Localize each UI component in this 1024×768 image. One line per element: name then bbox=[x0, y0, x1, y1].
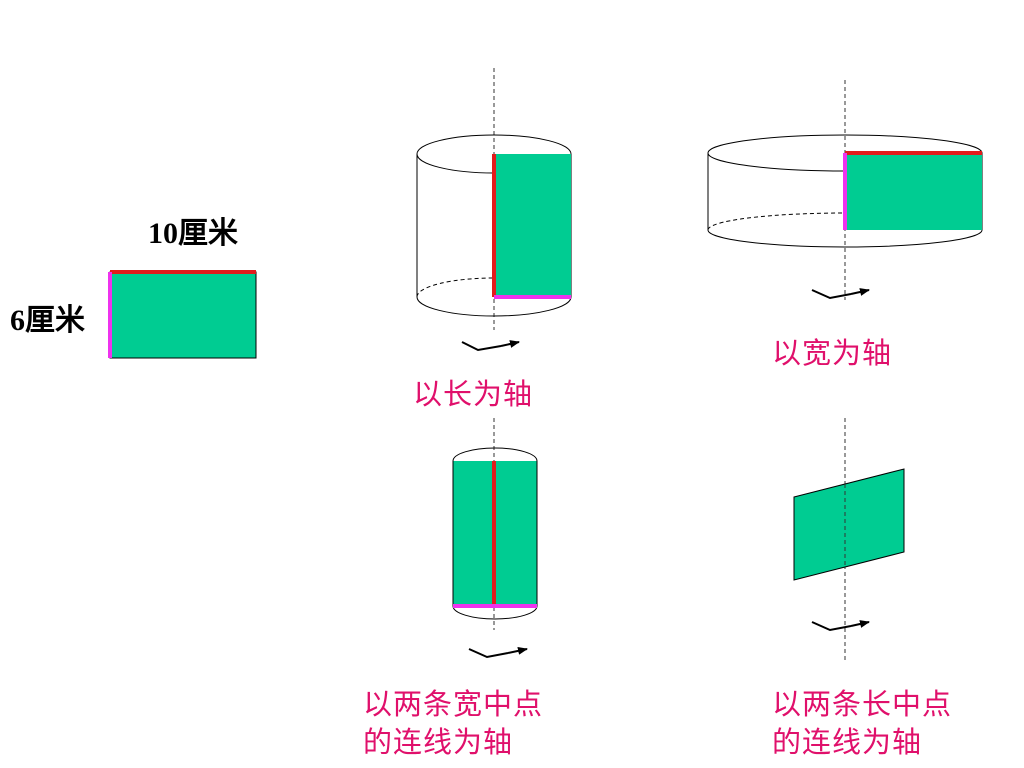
arrow-head-icon bbox=[500, 340, 520, 348]
rectangle-fill bbox=[109, 271, 257, 359]
rotation-arrow-icon bbox=[468, 648, 509, 659]
rectangle-section bbox=[845, 153, 982, 230]
rectangle-section bbox=[494, 154, 571, 297]
cylinder-width-midline: 以两条宽中点 的连线为轴 bbox=[363, 418, 543, 759]
width-midline-label-line2: 的连线为轴 bbox=[363, 725, 513, 759]
rotation-arrow-icon bbox=[811, 621, 852, 632]
rotation-arrow-icon bbox=[811, 289, 852, 300]
rectangle-section bbox=[793, 468, 905, 581]
length-midline-label-line1: 以两条长中点 bbox=[772, 687, 952, 721]
parallelogram-length-midline: 以两条长中点 的连线为轴 bbox=[772, 418, 952, 759]
original-rectangle: 10厘米 6厘米 bbox=[10, 217, 257, 359]
arrow-head-icon bbox=[850, 288, 870, 296]
arrow-head-icon bbox=[850, 620, 870, 628]
cylinder-bottom-front bbox=[452, 605, 538, 620]
length-label: 10厘米 bbox=[148, 217, 238, 250]
arrow-head-icon bbox=[507, 646, 528, 655]
length-midline-label-line2: 的连线为轴 bbox=[772, 725, 922, 759]
cylinder-short-axis: 以宽为轴 bbox=[707, 80, 983, 370]
short-axis-label: 以宽为轴 bbox=[772, 336, 892, 370]
cylinder-long-axis: 以长为轴 bbox=[413, 68, 572, 411]
width-label: 6厘米 bbox=[10, 304, 85, 337]
cylinder-bottom-front bbox=[416, 296, 572, 317]
rotation-arrow-icon bbox=[461, 341, 502, 352]
cylinder-bottom-front bbox=[707, 229, 983, 248]
width-midline-label-line1: 以两条宽中点 bbox=[363, 687, 543, 721]
long-axis-label: 以长为轴 bbox=[413, 377, 533, 411]
